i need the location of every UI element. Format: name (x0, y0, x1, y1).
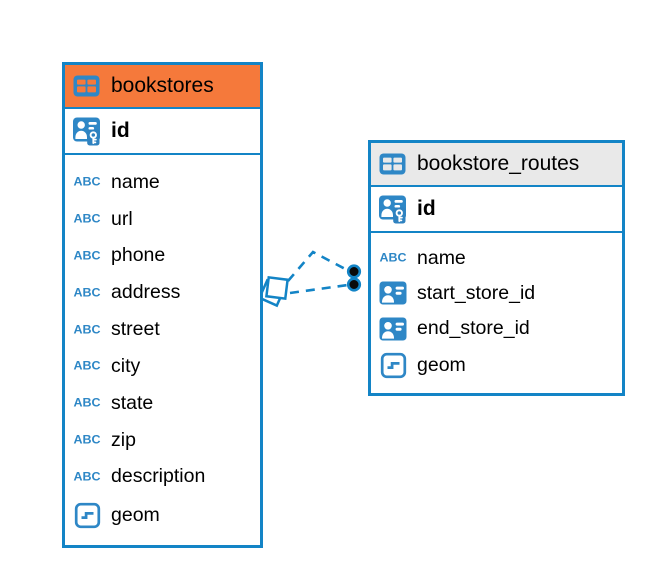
text-icon: ABC (73, 433, 101, 447)
reference-icon (379, 281, 407, 305)
text-icon: ABC (73, 249, 101, 263)
text-icon: ABC (73, 286, 101, 300)
column-row[interactable]: geom (371, 352, 622, 379)
column-row[interactable]: ABC state (65, 392, 260, 415)
text-icon: ABC (73, 323, 101, 337)
column-row[interactable]: ABC street (65, 318, 260, 341)
table-icon (73, 75, 100, 97)
primary-key-row[interactable]: id (65, 109, 260, 155)
column-row[interactable]: ABC name (65, 171, 260, 194)
column-name: id (111, 119, 130, 142)
column-row[interactable]: end_store_id (371, 317, 622, 341)
column-row[interactable]: geom (65, 502, 260, 529)
reference-icon (379, 317, 407, 341)
geometry-icon (380, 353, 406, 379)
geometry-icon (74, 502, 100, 529)
text-icon: ABC (73, 470, 101, 484)
relation-line-upper[interactable] (287, 250, 350, 282)
relation-diamond-marker[interactable] (257, 276, 289, 308)
column-row[interactable]: ABC phone (65, 244, 260, 267)
columns-list: ABC name start_store_id end_store_id geom (371, 233, 622, 393)
column-name: geom (417, 354, 466, 377)
column-row[interactable]: ABC url (65, 208, 260, 231)
text-icon: ABC (73, 212, 101, 226)
relation-endpoint-dot-lower[interactable] (346, 277, 362, 292)
relation-endpoint-dot-upper[interactable] (346, 264, 362, 279)
column-name: end_store_id (417, 317, 530, 340)
column-row[interactable]: ABC city (65, 355, 260, 378)
text-icon: ABC (73, 359, 101, 373)
table-header[interactable]: bookstore_routes (371, 143, 622, 187)
primary-key-row[interactable]: id (371, 187, 622, 233)
text-icon: ABC (379, 251, 407, 265)
primary-key-icon (73, 117, 100, 145)
column-row[interactable]: ABC address (65, 281, 260, 304)
column-name: street (111, 318, 160, 341)
column-name: geom (111, 504, 160, 527)
column-name: name (111, 170, 160, 193)
column-name: address (111, 281, 181, 304)
column-name: zip (111, 428, 136, 451)
relation-line-lower[interactable] (289, 283, 349, 295)
column-row[interactable]: ABC zip (65, 429, 260, 452)
table-title: bookstores (111, 74, 214, 97)
column-name: phone (111, 244, 166, 267)
column-row[interactable]: ABC name (371, 247, 622, 270)
column-name: start_store_id (417, 281, 536, 304)
column-name: name (417, 246, 466, 269)
column-name: state (111, 391, 154, 414)
column-name: id (417, 197, 436, 220)
column-name: description (111, 465, 206, 488)
column-name: url (111, 207, 133, 230)
table-title: bookstore_routes (417, 152, 580, 175)
diamond-front (265, 276, 289, 300)
text-icon: ABC (73, 175, 101, 189)
table-icon (379, 153, 406, 175)
table-header[interactable]: bookstores (65, 65, 260, 109)
column-name: city (111, 354, 141, 377)
column-row[interactable]: start_store_id (371, 281, 622, 305)
primary-key-icon (379, 195, 406, 223)
column-row[interactable]: ABC description (65, 465, 260, 488)
text-icon: ABC (73, 396, 101, 410)
